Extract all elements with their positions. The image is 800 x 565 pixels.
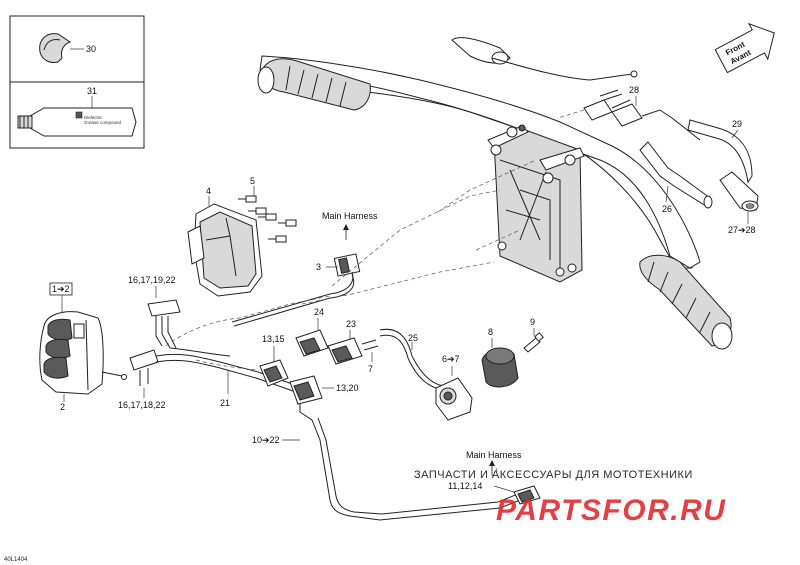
screws-5 [238, 186, 297, 243]
callout-13-15: 13,15 [262, 334, 285, 344]
callout-10-22: 10➔22 [252, 435, 280, 445]
callout-30: 30 [86, 44, 96, 54]
callout-9: 9 [530, 317, 535, 327]
callout-11-12-14: 11,12,14 [448, 481, 482, 491]
callout-2: 2 [60, 402, 65, 412]
watermark-brand: PARTSFOR.RU [496, 494, 726, 527]
connector-23 [327, 337, 379, 365]
pin-9 [523, 332, 544, 353]
connector-16a [147, 299, 181, 349]
clip-part-30 [39, 33, 84, 63]
callout-24: 24 [314, 307, 324, 317]
callout-3: 3 [316, 262, 321, 272]
callout-5: 5 [250, 176, 255, 186]
tube-text-line2: Grease compound [84, 120, 122, 125]
harness-21 [155, 347, 299, 394]
connector-16b [129, 349, 159, 398]
main-harness-label-top: Main Harness [322, 211, 378, 221]
watermark-tagline: ЗАПЧАСТИ И АКСЕССУАРЫ ДЛЯ МОТОТЕХНИКИ [414, 469, 693, 481]
callout-25: 25 [408, 333, 418, 343]
harness-10-22 [311, 417, 541, 521]
connector-3 [231, 253, 361, 327]
callout-13-20: 13,20 [336, 383, 359, 393]
inset-box: 30 Dielectric Grease compound 31 [9, 15, 145, 149]
connector-13-15 [259, 359, 289, 387]
left-grip [257, 58, 371, 111]
callout-7: 7 [368, 364, 373, 374]
routing-dashes [165, 159, 537, 475]
switch-housing-1-2 [39, 311, 127, 402]
callout-16-17-18-22: 16,17,18,22 [118, 400, 166, 410]
handlebar [257, 37, 733, 350]
connector-13-20 [289, 375, 334, 421]
connector-24 [295, 329, 329, 357]
grease-tube-31: Dielectric Grease compound [17, 96, 137, 137]
callout-23: 23 [346, 319, 356, 329]
main-harness-label-bottom: Main Harness [466, 450, 522, 460]
front-direction-arrow: Front Avant [714, 22, 775, 74]
housing-4 [187, 196, 263, 297]
right-grip [639, 254, 733, 350]
callout-8: 8 [488, 327, 493, 337]
callout-28: 28 [629, 85, 639, 95]
callout-31: 31 [87, 86, 97, 96]
watermark: ЗАПЧАСТИ И АКСЕССУАРЫ ДЛЯ МОТОТЕХНИКИ PA… [414, 469, 726, 527]
diagram-id: 40L1404 [4, 557, 28, 563]
callout-26: 26 [662, 204, 672, 214]
switch-6-7 [435, 377, 473, 421]
callout-4: 4 [206, 186, 211, 196]
callout-6-7: 6➔7 [442, 354, 460, 364]
callout-21: 21 [220, 398, 230, 408]
callout-27-28: 27➔28 [728, 225, 756, 235]
connector-28 [557, 89, 701, 141]
knob-8 [481, 347, 519, 388]
callout-16-17-19-22: 16,17,19,22 [128, 275, 176, 285]
handlebar-riser [487, 124, 585, 283]
callout-1-2: 1➔2 [52, 284, 70, 294]
callout-29: 29 [732, 119, 742, 129]
tube-text-line1: Dielectric [84, 115, 103, 120]
